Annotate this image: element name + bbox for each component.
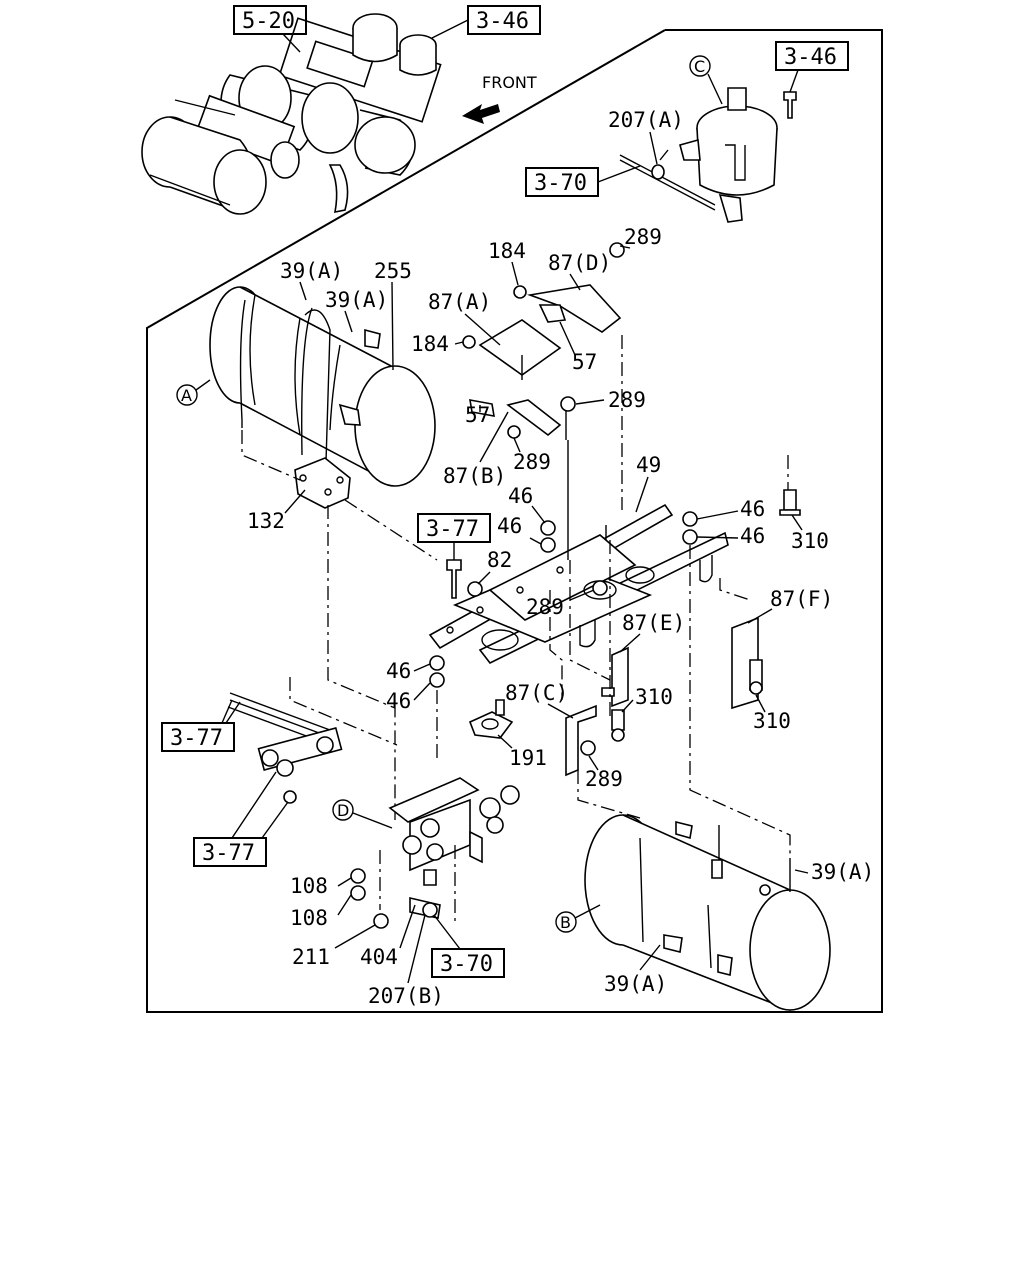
label-49: 49 [636,453,661,477]
bracket-87c [565,704,625,777]
label-46-c: 46 [740,497,765,521]
label-211: 211 [292,945,330,969]
front-direction-indicator: FRONT [462,73,537,124]
svg-text:A: A [181,386,192,405]
callout-circle-b: B [555,911,577,933]
svg-text:3-70: 3-70 [440,952,493,977]
svg-text:5-20: 5-20 [242,9,295,34]
label-289-c: 289 [513,450,551,474]
vehicle-overview-sketch [141,13,442,215]
label-39a-2: 39(A) [325,288,388,312]
valve-assembly-d [227,692,520,919]
label-87c: 87(C) [505,681,568,705]
label-184-b: 184 [411,332,449,356]
label-46-a: 46 [508,484,533,508]
ref-box-3-77-left-bottom[interactable]: 3-77 [193,837,267,867]
diagram-frame [146,29,883,1013]
label-404: 404 [360,945,398,969]
label-46-d: 46 [740,524,765,548]
callout-circle-c: C [689,55,711,77]
label-87b: 87(B) [443,464,506,488]
label-39a-1: 39(A) [280,259,343,283]
ref-box-3-46-right[interactable]: 3-46 [775,41,849,71]
label-289-e: 289 [585,767,623,791]
label-87e: 87(E) [622,611,685,635]
svg-text:3-46: 3-46 [476,9,529,34]
label-191: 191 [509,746,547,770]
ref-box-3-77-center[interactable]: 3-77 [417,513,491,543]
label-108-b: 108 [290,906,328,930]
label-184-a: 184 [488,239,526,263]
label-207b: 207(B) [368,984,444,1008]
cross-member-49 [428,503,729,665]
svg-text:3-46: 3-46 [784,45,837,70]
front-arrow-icon [462,104,500,124]
label-87d: 87(D) [548,251,611,275]
label-46-f: 46 [386,689,411,713]
bracket-87f [731,616,763,710]
air-tank-a [209,286,436,509]
svg-text:D: D [337,801,349,820]
label-108-a: 108 [290,874,328,898]
label-87a: 87(A) [428,290,491,314]
label-255: 255 [374,259,412,283]
label-132: 132 [247,509,285,533]
svg-text:3-77: 3-77 [202,841,255,866]
label-82: 82 [487,548,512,572]
label-207a: 207(A) [608,108,684,132]
ref-box-5-20[interactable]: 5-20 [233,5,307,35]
ref-box-3-70-bottom[interactable]: 3-70 [431,948,505,978]
air-dryer-assembly: 3-46 3-70 C 207(A) [525,41,849,223]
label-310-c: 310 [753,709,791,733]
label-289-d: 289 [526,595,564,619]
front-label: FRONT [482,73,537,92]
label-39a-3: 39(A) [811,860,874,884]
bracket-87e [601,646,629,708]
ref-box-3-70-top[interactable]: 3-70 [525,167,599,197]
svg-text:C: C [694,57,705,76]
ref-box-3-77-left-top[interactable]: 3-77 [161,722,235,752]
label-57-a: 57 [572,350,597,374]
svg-text:3-77: 3-77 [426,517,479,542]
svg-text:3-70: 3-70 [534,171,587,196]
label-57-b: 57 [465,403,490,427]
ref-box-3-46-top[interactable]: 3-46 [467,5,541,35]
label-289-b: 289 [608,388,646,412]
label-46-b: 46 [497,514,522,538]
svg-text:B: B [560,913,571,932]
assembly-leader-lines [241,335,791,925]
callout-circle-a: A [176,384,198,406]
callout-circle-d: D [332,799,354,821]
bracket-191 [468,699,514,739]
label-87f: 87(F) [770,587,833,611]
label-46-e: 46 [386,659,411,683]
air-tank-b [584,814,831,1011]
svg-text:3-77: 3-77 [170,726,223,751]
label-310-a: 310 [791,529,829,553]
label-310-b: 310 [635,685,673,709]
label-39a-4: 39(A) [604,972,667,996]
label-289-a: 289 [624,225,662,249]
